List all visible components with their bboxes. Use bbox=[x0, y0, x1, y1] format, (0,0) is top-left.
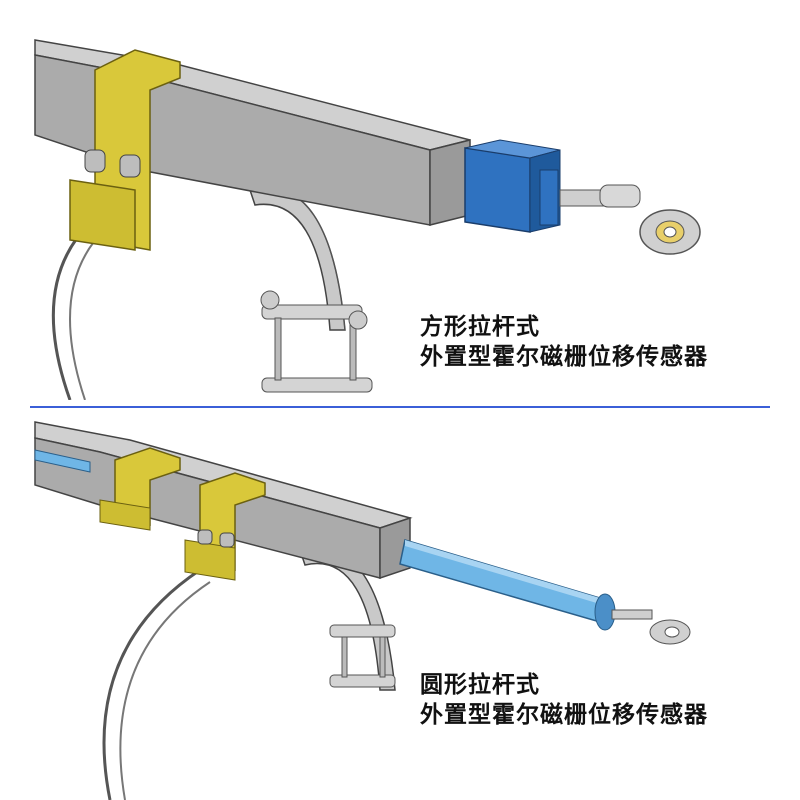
clamp-bolt-upper-lower bbox=[329, 624, 396, 638]
blue-sensor-body bbox=[464, 147, 531, 233]
caption-round-type-line2: 外置型霍尔磁栅位移传感器 bbox=[420, 702, 708, 728]
sensor-rod bbox=[559, 189, 606, 207]
caption-square-type-line2: 外置型霍尔磁栅位移传感器 bbox=[420, 344, 708, 370]
round-rod-sensor-illustration bbox=[0, 400, 800, 800]
bracket-bolt-lower-right bbox=[219, 532, 235, 548]
rod-eye-hole bbox=[663, 226, 677, 238]
yellow-bracket-left-base bbox=[99, 499, 151, 531]
clamp-bolt-lower bbox=[261, 377, 373, 393]
rod-nut bbox=[599, 184, 641, 208]
caption-round-type: 圆形拉杆式 外置型霍尔磁栅位移传感器 bbox=[420, 670, 708, 730]
round-rod-sensor-drawing bbox=[34, 421, 691, 800]
blue-sensor-flange bbox=[539, 169, 559, 226]
rod-shaft-lower bbox=[611, 609, 653, 620]
clamp-rod-left-lower bbox=[341, 636, 348, 678]
clamp-nut-right bbox=[348, 310, 368, 330]
bracket-bolt-right bbox=[119, 154, 141, 178]
clamp-nut-left bbox=[260, 290, 280, 310]
bracket-bolt-left bbox=[84, 149, 106, 173]
blue-round-rod-highlight bbox=[405, 540, 600, 604]
hoop-outer-edge-lower bbox=[102, 568, 201, 800]
hoop-inner-edge-lower bbox=[119, 581, 211, 800]
panel-divider bbox=[30, 406, 770, 408]
caption-square-type-line1: 方形拉杆式 bbox=[420, 314, 540, 340]
clamp-bolt-upper bbox=[261, 304, 363, 320]
caption-square-type: 方形拉杆式 外置型霍尔磁栅位移传感器 bbox=[420, 312, 708, 372]
caption-round-type-line1: 圆形拉杆式 bbox=[420, 672, 540, 698]
square-rod-sensor-drawing bbox=[34, 39, 701, 400]
bracket-bolt-lower-left bbox=[197, 529, 213, 545]
clamp-rod-left bbox=[274, 317, 282, 381]
clamp-rod-right-lower bbox=[379, 636, 386, 678]
yellow-bracket-right-base bbox=[184, 539, 236, 581]
beam-end-cap bbox=[429, 139, 471, 226]
square-rod-sensor-illustration bbox=[34, 39, 701, 400]
clamp-bolt-lower-lower bbox=[329, 674, 396, 688]
rod-eye-hole-lower bbox=[664, 626, 680, 638]
yellow-bracket-base bbox=[69, 179, 136, 251]
inner-rod-visible bbox=[34, 449, 91, 473]
